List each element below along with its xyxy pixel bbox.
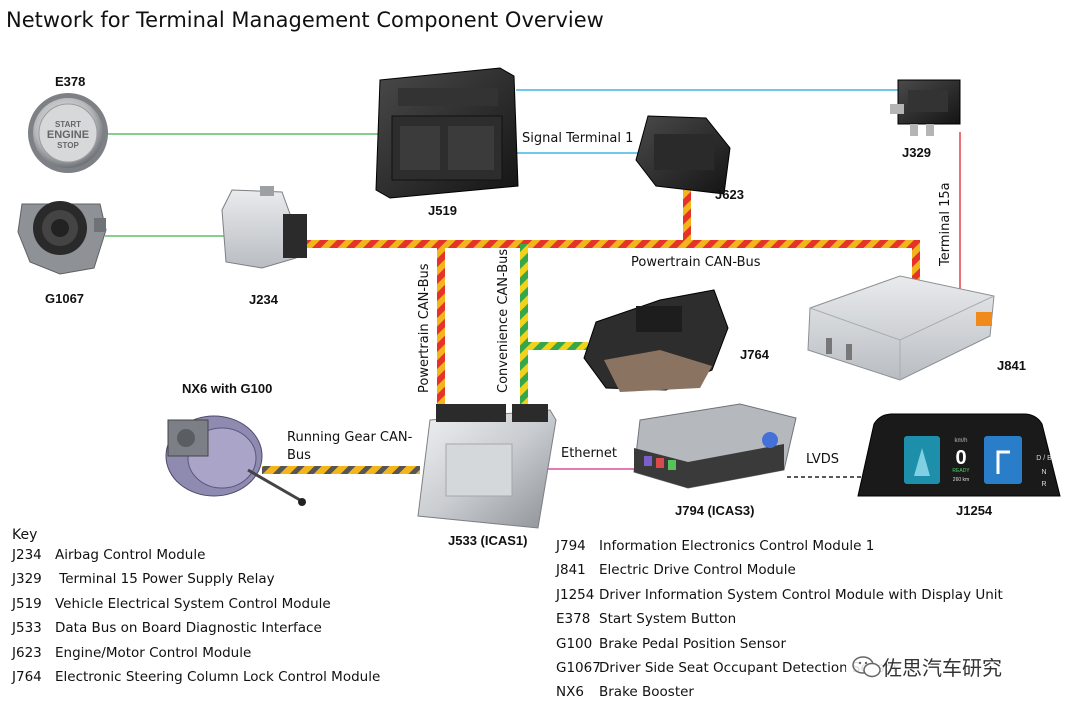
label-lvds: LVDS: [806, 452, 839, 467]
key-desc: Engine/Motor Control Module: [55, 644, 252, 661]
cluster-gear-n: N: [1041, 469, 1046, 476]
convenience-bus-j764: [524, 342, 588, 350]
powertrain-bus-j623: [683, 190, 691, 244]
label-signal-terminal: Signal Terminal 1: [522, 131, 634, 146]
key-row: J623 Engine/Motor Control Module: [12, 645, 380, 669]
display-unit-j1254: km/h 0 READY 260 km D / B N R: [857, 413, 1061, 497]
key-desc: Data Bus on Board Diagnostic Interface: [55, 620, 322, 637]
label-j764: J764: [740, 347, 769, 362]
watermark: 佐思汽车研究: [846, 650, 1008, 683]
key-desc: Electronic Steering Column Lock Control …: [55, 668, 381, 685]
cluster-range: 260 km: [953, 477, 969, 483]
key-row: J841 Electric Drive Control Module: [556, 562, 1003, 586]
key-row: G100 Brake Pedal Position Sensor: [556, 636, 1003, 660]
cluster-speed-unit: km/h: [954, 438, 967, 444]
label-terminal-15a: Terminal 15a: [938, 182, 953, 266]
key-row: J794 Information Electronics Control Modu…: [556, 538, 1003, 562]
label-j519: J519: [428, 203, 457, 218]
label-j329: J329: [902, 145, 931, 160]
start-text-2: ENGINE: [47, 129, 89, 141]
key-desc: Information Electronics Control Module 1: [599, 538, 875, 554]
key-row: J764 Electronic Steering Column Lock Cont…: [12, 669, 380, 693]
electric-drive-j841: [807, 275, 995, 381]
seat-sensor-g1067: [17, 201, 107, 275]
label-nx6: NX6 with G100: [182, 381, 273, 396]
label-ethernet: Ethernet: [561, 446, 617, 461]
powertrain-bus-j841: [912, 240, 920, 288]
key-row: E378 Start System Button: [556, 611, 1003, 635]
key-code: G100: [556, 635, 593, 652]
wechat-icon: [852, 655, 881, 677]
label-powertrain-bus-h: Powertrain CAN-Bus: [631, 255, 761, 270]
key-desc: Driver Information System Control Module…: [599, 586, 1003, 603]
label-j533: J533 (ICAS1): [448, 533, 528, 548]
convenience-bus-vertical: [520, 244, 528, 408]
key-desc: Electric Drive Control Module: [599, 562, 796, 579]
key-code: J533: [12, 620, 42, 637]
key-code: J764: [12, 668, 42, 685]
key-desc: Start System Button: [599, 611, 737, 628]
start-text-3: STOP: [57, 141, 79, 150]
key-row: J234 Airbag Control Module: [12, 547, 380, 571]
key-row: NX6 Brake Booster: [556, 684, 1003, 708]
key-code: J623: [12, 644, 42, 661]
key-code: J329: [12, 571, 42, 588]
key-row: J329 Terminal 15 Power Supply Relay: [12, 571, 380, 595]
key-right-column: J794 Information Electronics Control Modu…: [556, 538, 1003, 709]
key-row: J533 Data Bus on Board Diagnostic Interfa…: [12, 620, 380, 644]
key-row: J519 Vehicle Electrical System Control Mo…: [12, 596, 380, 620]
key-code: J1254: [556, 586, 595, 603]
key-desc: Airbag Control Module: [55, 547, 206, 563]
key-code: NX6: [556, 684, 584, 701]
key-code: J841: [556, 562, 586, 579]
start-button-e378: START ENGINE STOP: [28, 93, 108, 173]
key-title: Key: [12, 527, 38, 543]
gateway-j533: [417, 404, 557, 529]
key-desc: Brake Pedal Position Sensor: [599, 635, 786, 652]
start-text-1: START: [55, 120, 81, 129]
label-j1254: J1254: [956, 503, 993, 518]
key-code: J234: [12, 547, 42, 563]
icas3-j794: [633, 403, 797, 489]
airbag-module-j234: [221, 186, 307, 269]
label-running-gear-1: Running Gear CAN-: [287, 430, 413, 445]
cluster-ready: READY: [952, 468, 970, 474]
label-j234: J234: [249, 292, 278, 307]
label-g1067: G1067: [45, 291, 85, 306]
powertrain-bus-j533: [437, 240, 445, 408]
label-e378: E378: [55, 74, 86, 89]
cluster-gear-r: R: [1041, 481, 1046, 488]
label-j841: J841: [997, 358, 1026, 373]
watermark-text: 佐思汽车研究: [882, 656, 1002, 680]
brake-booster-nx6: [165, 415, 306, 506]
key-code: G1067: [556, 659, 601, 676]
steering-lock-j764: [583, 289, 729, 392]
key-code: J794: [556, 538, 586, 554]
label-powertrain-bus-v: Powertrain CAN-Bus: [417, 263, 432, 393]
powertrain-bus-main: [296, 240, 920, 248]
key-desc: Terminal 15 Power Supply Relay: [55, 571, 275, 588]
motor-module-j623: [635, 115, 731, 195]
key-desc: Driver Side Seat Occupant Detection Sens…: [599, 659, 899, 676]
key-code: J519: [12, 595, 42, 612]
relay-j329: [890, 79, 961, 136]
key-left-column: J234 Airbag Control Module J329 Terminal …: [12, 547, 380, 693]
running-gear-bus: [262, 466, 420, 474]
label-running-gear-2: Bus: [287, 448, 311, 463]
key-desc: Vehicle Electrical System Control Module: [55, 595, 331, 612]
label-j623: J623: [715, 187, 744, 202]
cluster-gear-db: D / B: [1036, 455, 1052, 462]
key-code: E378: [556, 611, 591, 628]
control-module-j519: [375, 67, 519, 199]
key-desc: Brake Booster: [599, 684, 694, 701]
label-j794: J794 (ICAS3): [675, 503, 755, 518]
label-convenience-bus: Convenience CAN-Bus: [496, 248, 511, 393]
diagram-title: Network for Terminal Management Componen…: [6, 8, 604, 32]
cluster-speed: 0: [955, 447, 966, 469]
